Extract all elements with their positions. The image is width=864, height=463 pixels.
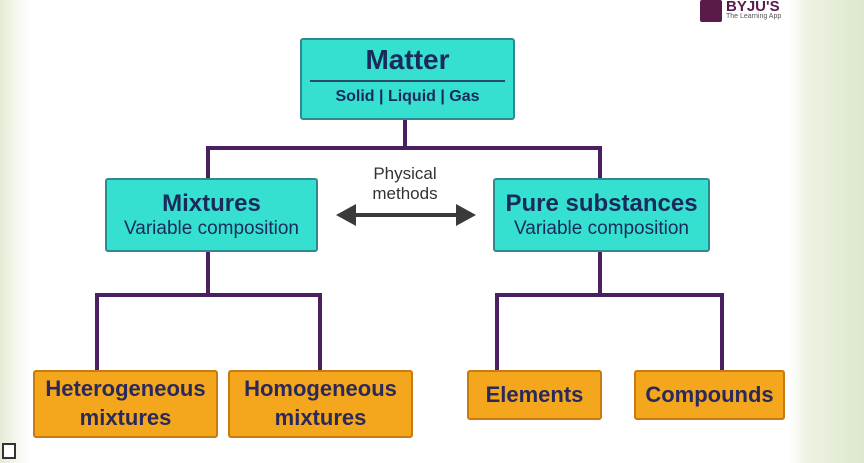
mixtures-connector [95,252,322,370]
pure-connector [495,252,724,370]
matter-box: Matter Solid | Liquid | Gas [300,38,515,120]
arrow-head-right [456,204,476,226]
compounds-box: Compounds [634,370,785,420]
arrow-head-left [336,204,356,226]
root-connector [206,120,602,178]
corner-icon [2,443,16,459]
byjus-logo: BYJU'S The Learning App [700,0,781,22]
elements-box: Elements [467,370,602,420]
